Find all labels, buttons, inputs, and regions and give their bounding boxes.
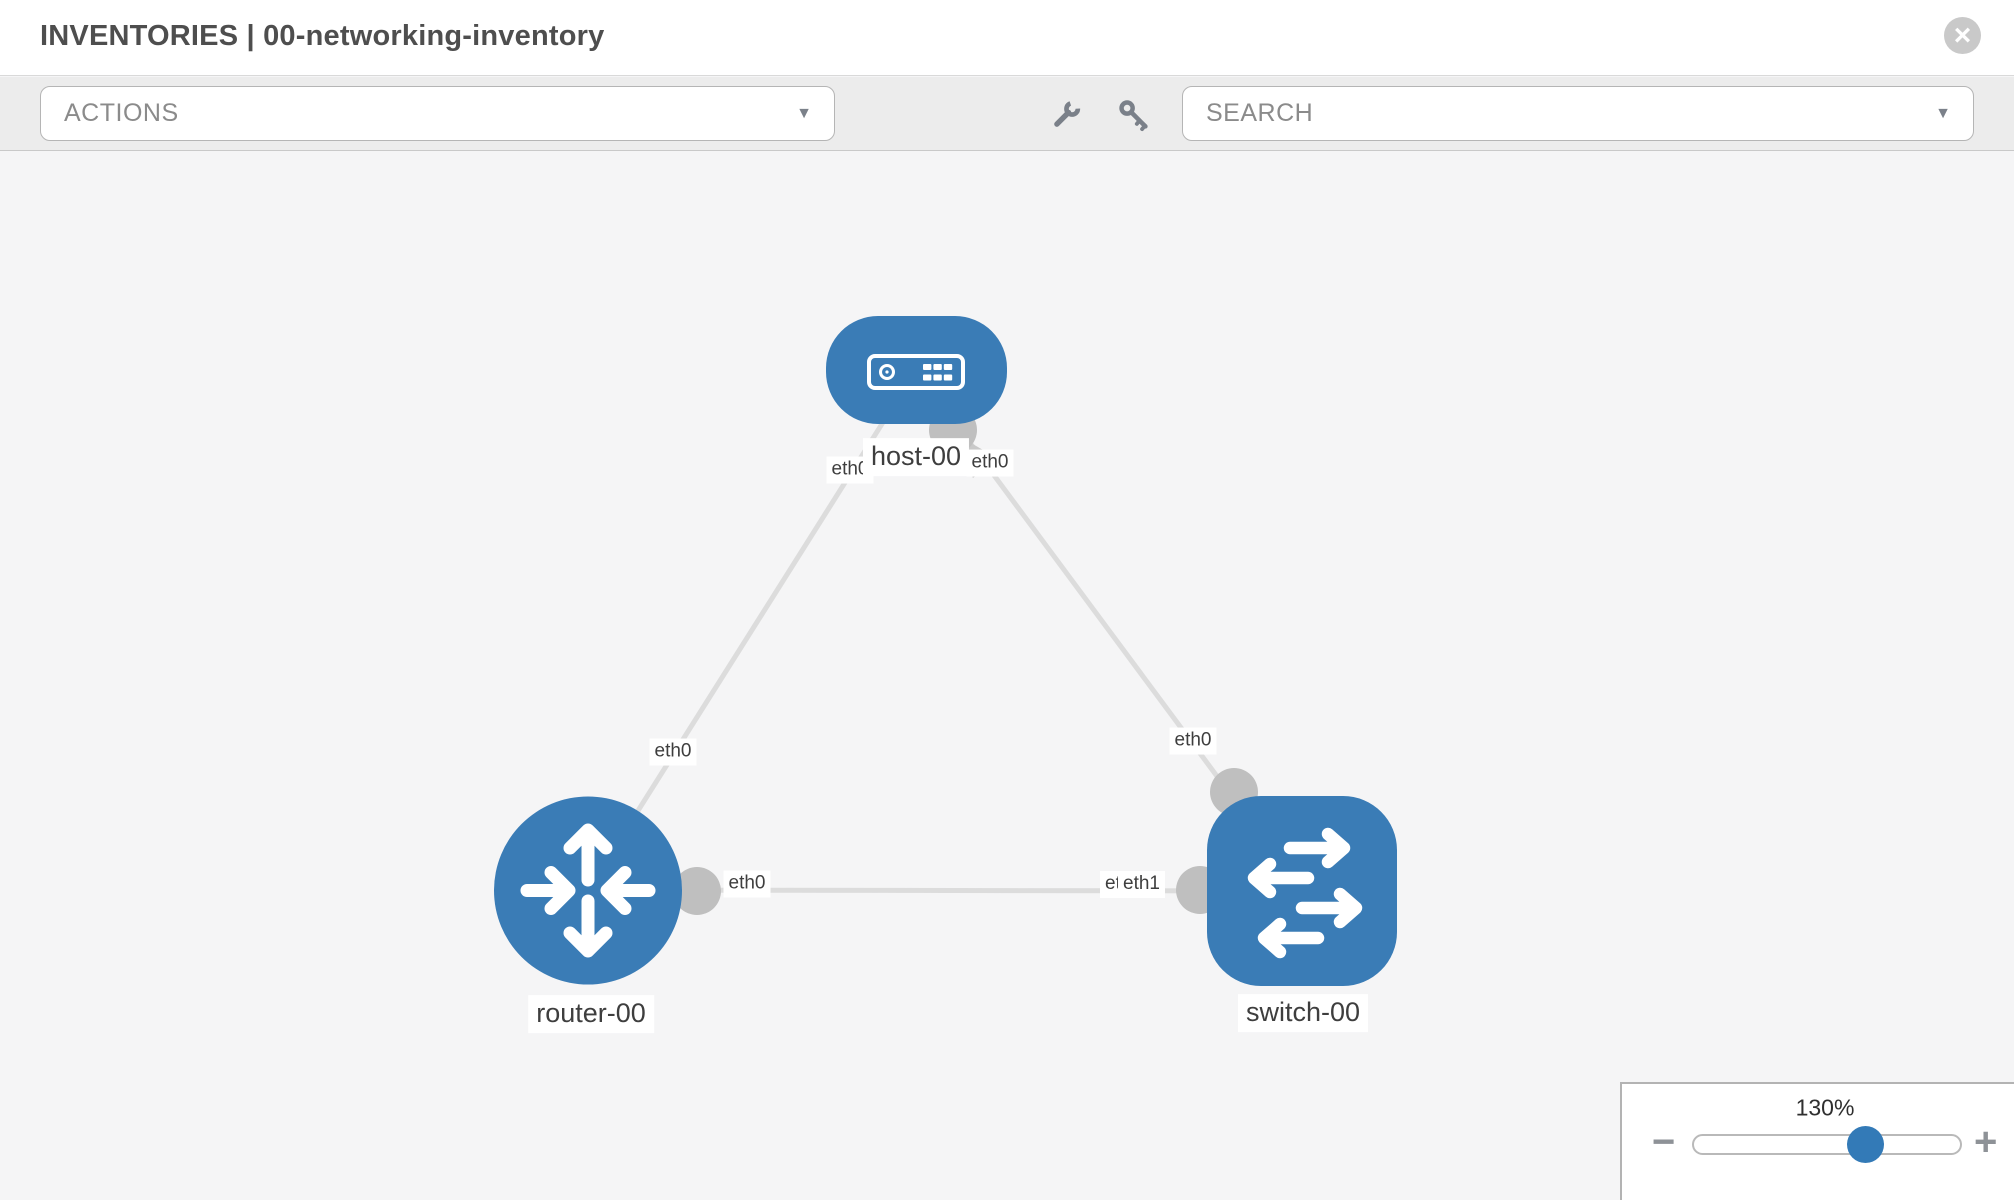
interface-dot-router: [673, 867, 721, 915]
toolbar: ACTIONS ▼ ▼: [0, 77, 2014, 151]
close-icon[interactable]: ×: [1944, 17, 1981, 54]
zoom-level: 130%: [1795, 1094, 1855, 1121]
interface-label-mid-left: eth0: [723, 870, 771, 898]
interface-label-switch-top: eth0: [1169, 727, 1217, 755]
router-icon: [520, 823, 656, 958]
chevron-down-icon[interactable]: ▼: [1935, 104, 1951, 122]
page-title: INVENTORIES | 00-networking-inventory: [40, 20, 605, 52]
zoom-slider-thumb[interactable]: [1847, 1126, 1884, 1163]
minus-icon: −: [1652, 1120, 1676, 1164]
node-label-switch: switch-00: [1237, 994, 1369, 1032]
actions-dropdown[interactable]: ACTIONS ▼: [40, 86, 835, 141]
switch-icon: [1247, 827, 1363, 959]
zoom-panel: 130% − +: [1620, 1082, 2014, 1200]
search-input[interactable]: [1183, 99, 1873, 128]
key-icon[interactable]: [1116, 97, 1152, 133]
interface-label-router-top: eth0: [649, 738, 697, 766]
host-icon: [867, 354, 965, 390]
zoom-slider-track[interactable]: [1692, 1134, 1962, 1155]
interface-label-mid-front: eth1: [1118, 871, 1165, 898]
actions-dropdown-label: ACTIONS: [64, 99, 179, 127]
plus-icon: +: [1974, 1120, 1998, 1164]
zoom-out-button[interactable]: −: [1652, 1122, 1675, 1162]
node-router-00[interactable]: [494, 796, 682, 985]
interface-label-host-right: eth0: [966, 449, 1014, 477]
node-host-00[interactable]: [826, 316, 1007, 424]
search-dropdown[interactable]: ▼: [1182, 86, 1974, 141]
node-label-router: router-00: [528, 995, 654, 1033]
chevron-down-icon: ▼: [796, 104, 812, 122]
node-label-host: host-00: [862, 438, 970, 476]
close-glyph: ×: [1953, 18, 1972, 52]
node-switch-00[interactable]: [1207, 796, 1397, 986]
wrench-icon[interactable]: [1048, 97, 1084, 133]
header-bar: INVENTORIES | 00-networking-inventory ×: [0, 0, 2014, 76]
zoom-in-button[interactable]: +: [1974, 1122, 1997, 1162]
